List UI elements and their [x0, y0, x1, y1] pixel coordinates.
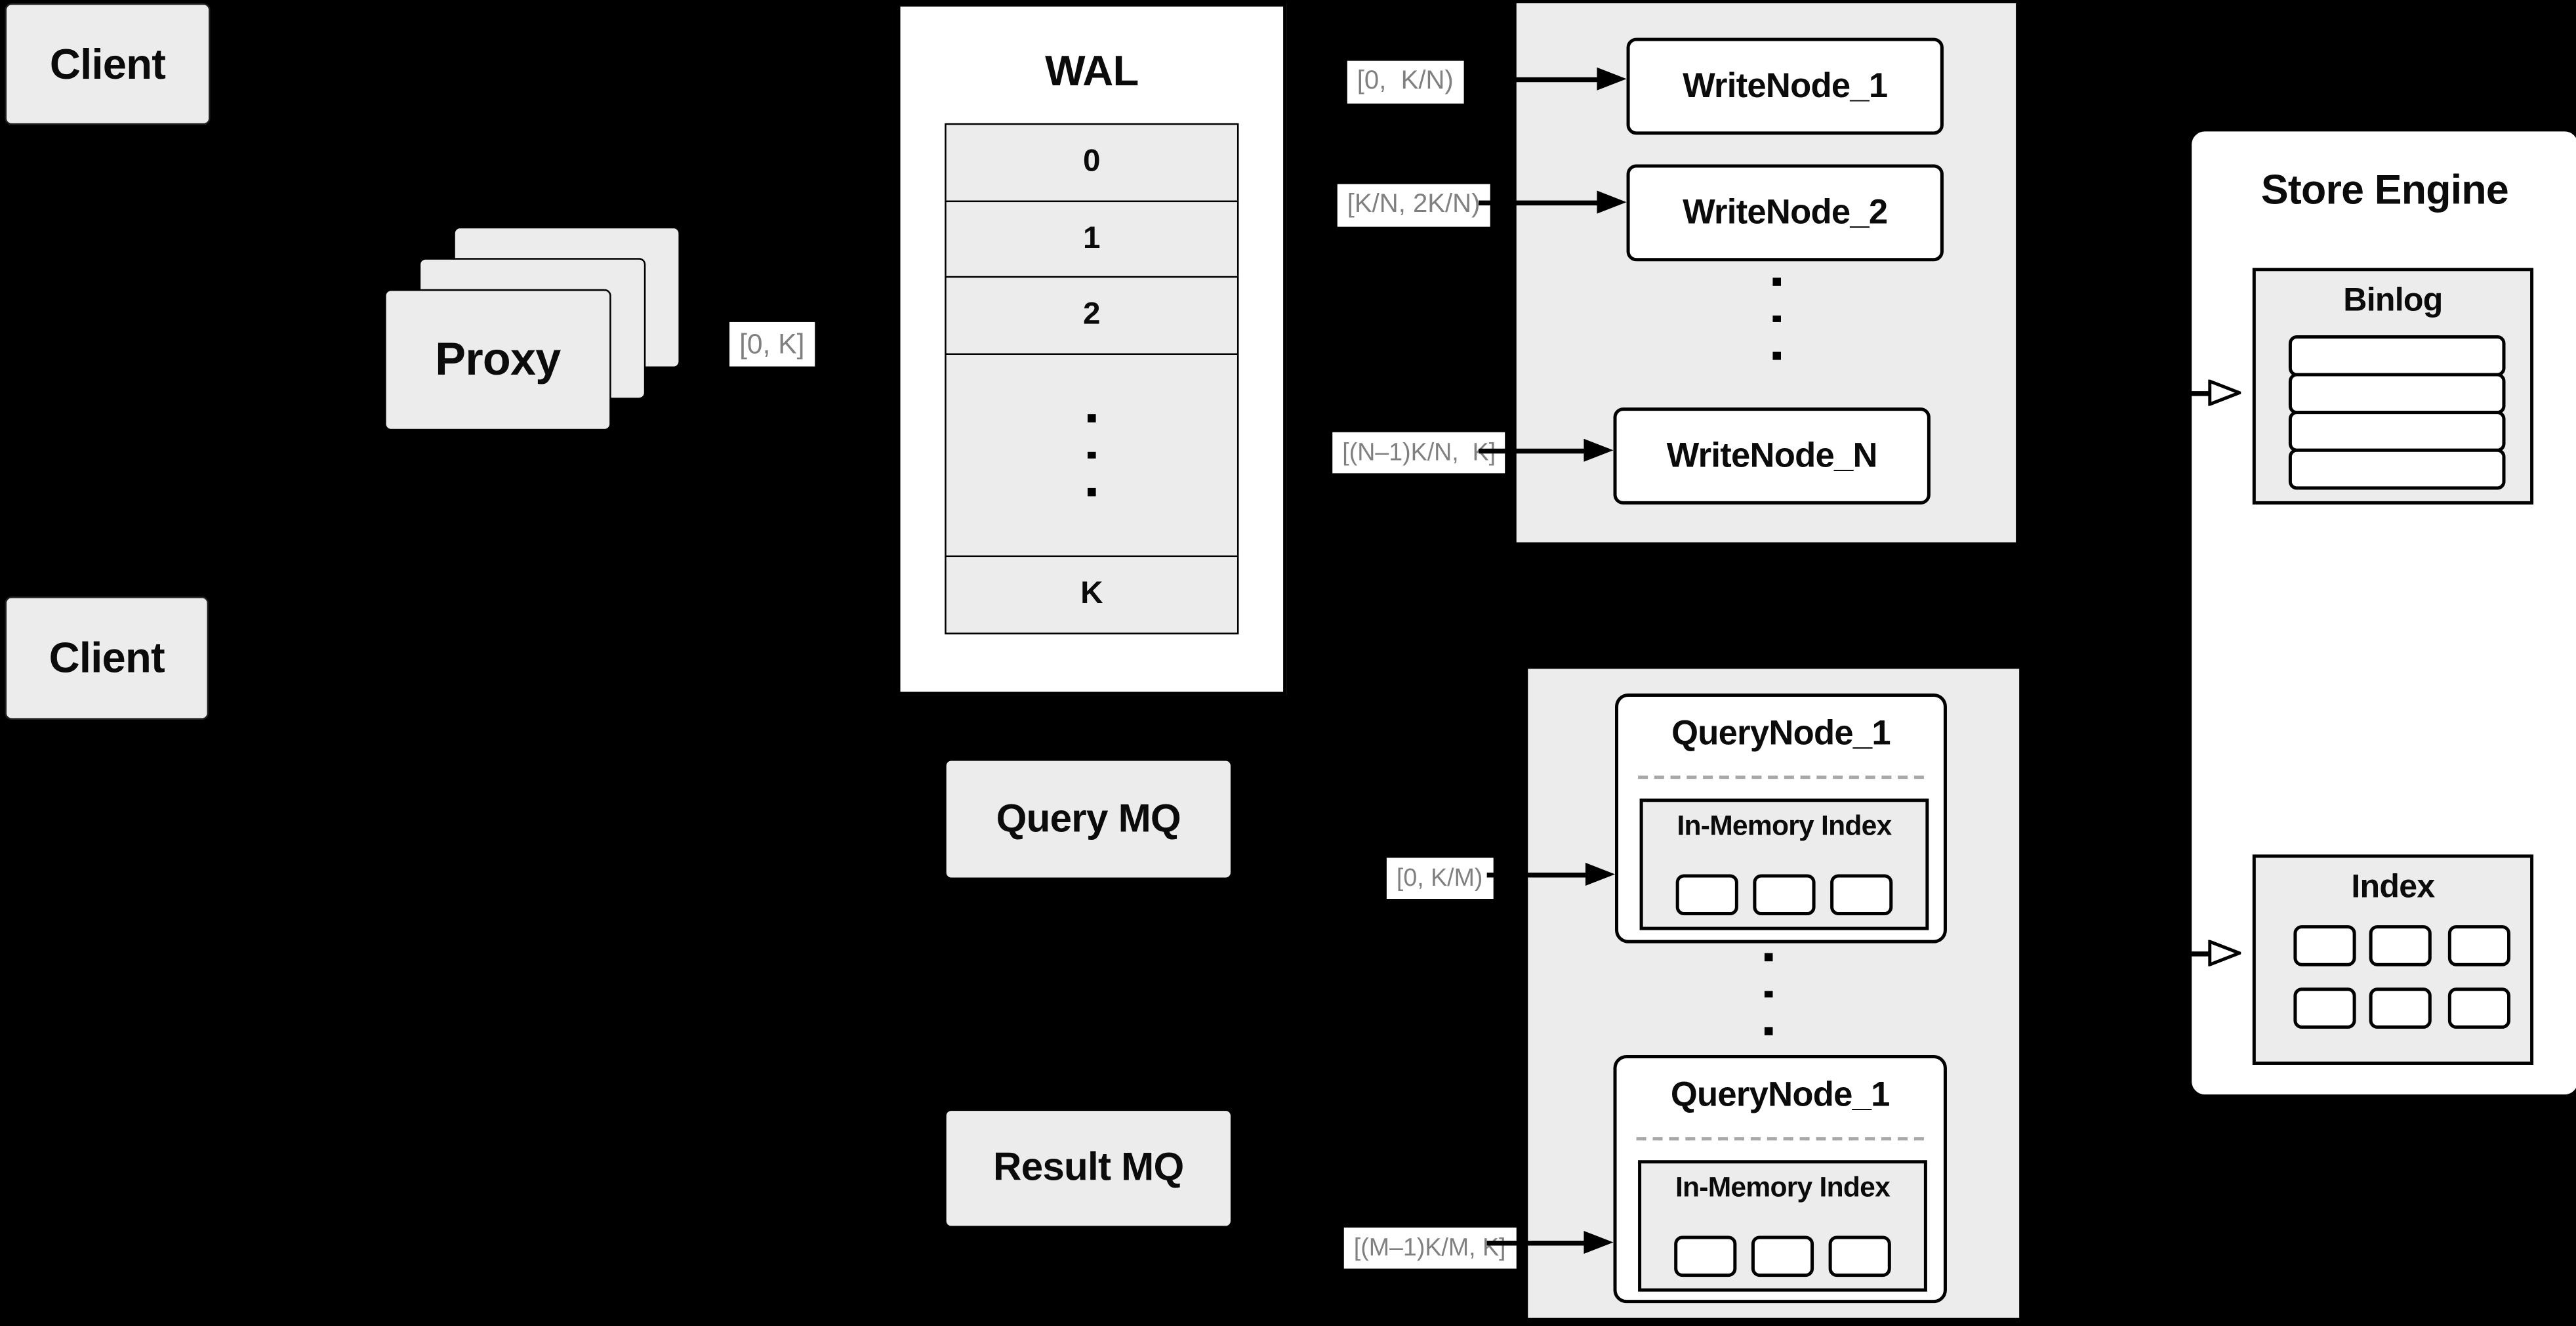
arrow-shaft-writenode-2	[1479, 200, 1601, 206]
in-memory-cell	[1830, 874, 1893, 916]
index-cell	[2447, 925, 2511, 966]
arrow-shaft-querynode-top	[1486, 872, 1589, 878]
range-label-querynode-top: [0, K/M)	[1386, 858, 1493, 900]
in-memory-index-top-label: In-Memory Index	[1677, 810, 1892, 842]
arrow-head-querynode-top	[1585, 862, 1616, 886]
writenode-1-label: WriteNode_1	[1683, 66, 1888, 105]
in-memory-cell	[1751, 1235, 1814, 1277]
client-top-label: Client	[49, 38, 166, 88]
binlog-row	[2288, 373, 2506, 415]
client-bottom-label: Client	[49, 632, 165, 682]
wal-row-0: 0	[945, 123, 1239, 203]
binlog-rows	[2288, 335, 2506, 490]
arrow-shaft-writenode-n	[1479, 448, 1587, 454]
arrow-shaft-writenode-1	[1479, 77, 1601, 83]
range-label-writenode-n: [(N–1)K/N, K]	[1332, 432, 1506, 474]
in-memory-index-bottom-label: In-Memory Index	[1675, 1171, 1891, 1203]
arrow-head-writenode-2	[1597, 190, 1627, 214]
binlog-row	[2288, 448, 2506, 490]
querynode-top-separator	[1638, 776, 1924, 779]
in-memory-index-top: In-Memory Index	[1639, 798, 1929, 930]
wal-box: WAL 0 1 2 K	[897, 3, 1287, 695]
client-box-bottom: Client	[7, 598, 207, 718]
writenode-1-box: WriteNode_1	[1626, 37, 1944, 135]
result-mq-box: Result MQ	[946, 1111, 1231, 1226]
querynode-top-title: QueryNode_1	[1671, 715, 1891, 753]
querynode-top-box: QueryNode_1 In-Memory Index	[1615, 693, 1947, 943]
writenode-2-label: WriteNode_2	[1683, 193, 1888, 231]
arrow-head-querynode-bottom	[1584, 1230, 1614, 1254]
store-engine-title: Store Engine	[2260, 167, 2509, 214]
writenode-ellipsis-dots	[1772, 278, 1780, 360]
wal-row-1: 1	[945, 200, 1239, 280]
in-memory-cell	[1674, 1235, 1737, 1277]
query-mq-box: Query MQ	[946, 760, 1231, 878]
store-engine-box: Store Engine Binlog Index	[2188, 128, 2576, 1098]
arrow-shaft-querynode-bottom	[1486, 1240, 1587, 1246]
querynode-bottom-title: QueryNode_1	[1670, 1076, 1891, 1115]
querynode-bottom-box: QueryNode_1 In-Memory Index	[1613, 1054, 1947, 1304]
in-memory-cell	[1675, 874, 1738, 916]
binlog-row	[2288, 411, 2506, 452]
arrow-shaft-binlog	[2146, 391, 2218, 396]
index-cell	[2293, 925, 2356, 966]
binlog-title: Binlog	[2343, 282, 2443, 319]
querynode-ellipsis-dots	[1764, 953, 1772, 1035]
writenode-n-label: WriteNode_N	[1666, 436, 1878, 474]
wal-title: WAL	[1045, 46, 1139, 96]
hollow-arrow-head-binlog	[2208, 379, 2241, 406]
index-cell	[2447, 987, 2511, 1029]
index-box: Index	[2252, 854, 2534, 1065]
range-label-writenode-1: [0, K/N)	[1347, 60, 1463, 104]
wal-row-k: K	[945, 555, 1239, 634]
range-label-writenode-2: [K/N, 2K/N)	[1337, 184, 1490, 227]
wal-row-ellipsis	[945, 352, 1239, 558]
in-memory-cell	[1828, 1235, 1891, 1277]
arrow-head-writenode-n	[1584, 438, 1614, 462]
index-title: Index	[2351, 869, 2435, 906]
writenode-n-box: WriteNode_N	[1613, 407, 1931, 505]
index-cell	[2369, 987, 2432, 1029]
range-label-proxy-to-wal: [0, K]	[729, 321, 815, 367]
querynode-bottom-separator	[1636, 1137, 1924, 1141]
arrow-head-writenode-1	[1597, 67, 1627, 91]
index-cell	[2293, 987, 2356, 1029]
client-box-top: Client	[7, 5, 209, 123]
wal-ellipsis-dots	[1088, 415, 1095, 497]
range-label-querynode-bottom: [(M–1)K/M, K]	[1343, 1227, 1516, 1269]
proxy-label: Proxy	[435, 333, 561, 385]
in-memory-cell	[1753, 874, 1816, 916]
query-mq-label: Query MQ	[996, 796, 1181, 841]
wal-row-2: 2	[945, 276, 1239, 356]
hollow-arrow-head-index	[2208, 940, 2241, 966]
index-cell	[2369, 925, 2432, 966]
wal-table: 0 1 2 K	[945, 123, 1239, 634]
arrow-shaft-index	[2146, 951, 2218, 957]
binlog-box: Binlog	[2252, 268, 2534, 505]
in-memory-index-bottom: In-Memory Index	[1638, 1160, 1927, 1292]
binlog-row	[2288, 335, 2506, 377]
proxy-card-front: Proxy	[384, 289, 611, 431]
result-mq-label: Result MQ	[993, 1145, 1184, 1190]
writenode-2-box: WriteNode_2	[1626, 164, 1944, 262]
